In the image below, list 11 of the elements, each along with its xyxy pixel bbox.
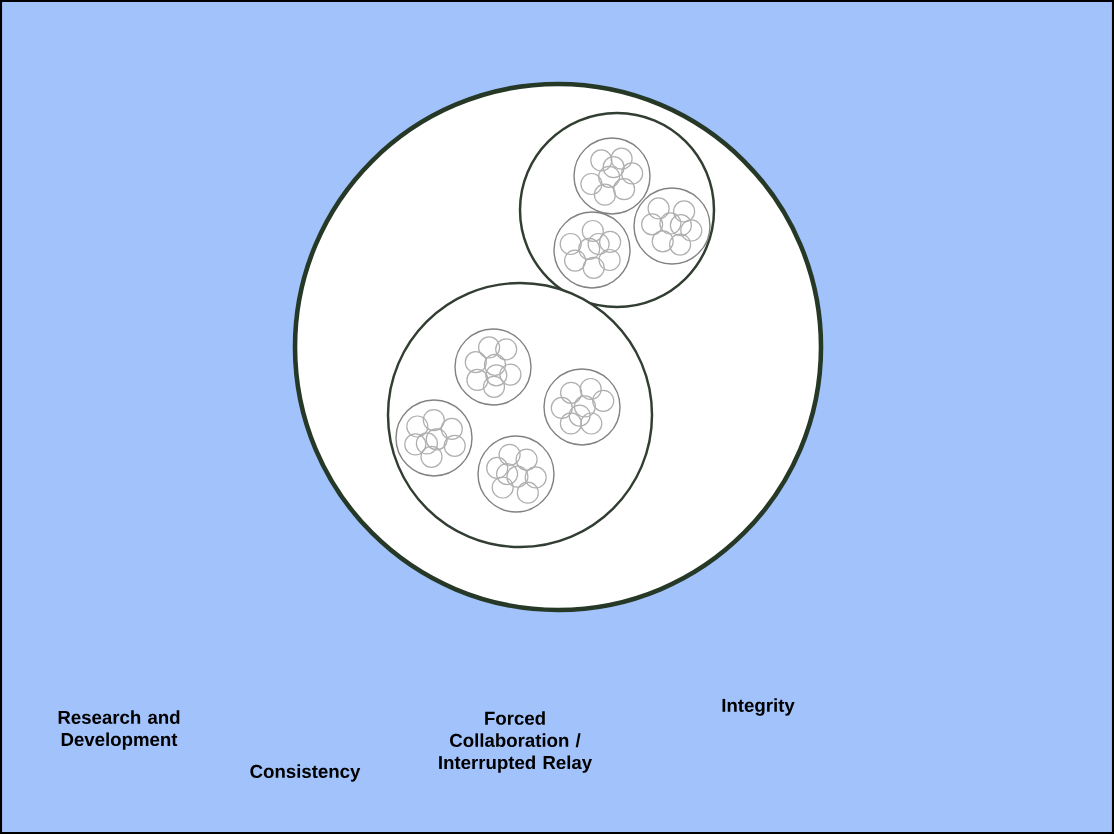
circle	[553, 211, 631, 289]
label: Research and Development	[58, 710, 180, 750]
circle	[633, 187, 711, 265]
circle	[395, 399, 473, 477]
label: Integrity	[722, 698, 795, 716]
circle	[477, 435, 555, 513]
circle	[454, 328, 532, 406]
label: Forced Collaboration / Interrupted Relay	[439, 711, 592, 773]
circle	[573, 137, 651, 215]
label: Consistency	[250, 764, 361, 782]
circle	[543, 368, 621, 446]
